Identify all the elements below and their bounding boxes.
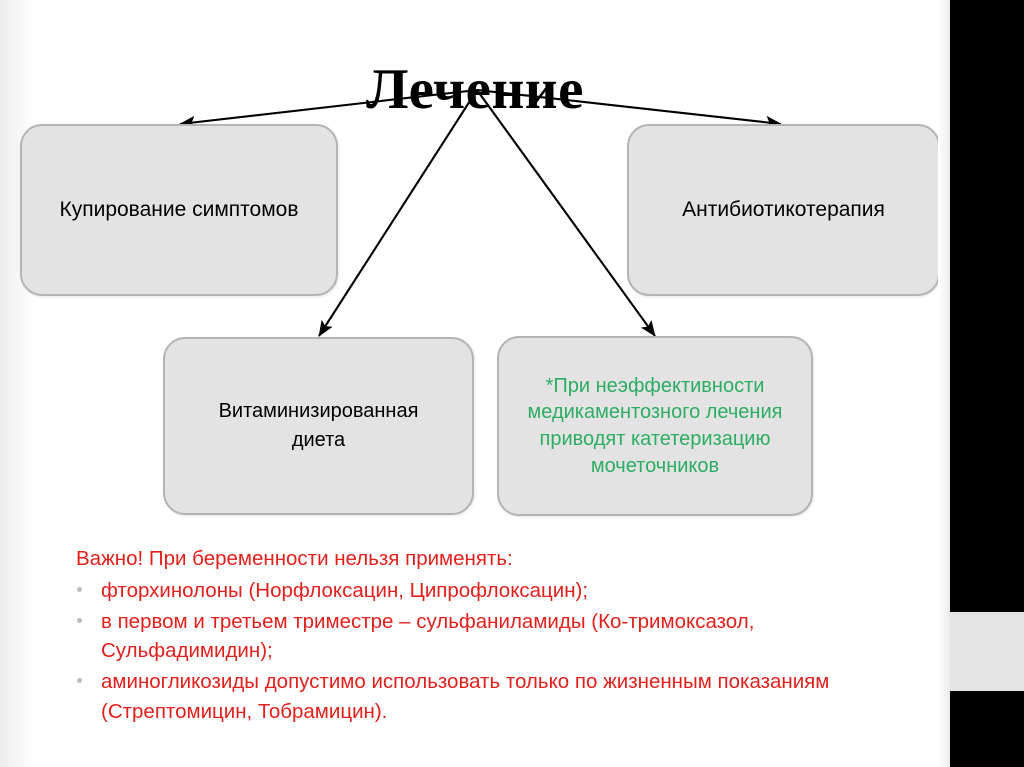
list-item: аминогликозиды допустимо использовать то… xyxy=(70,667,870,725)
rail-segment-top xyxy=(950,0,1024,612)
list-item: в первом и третьем триместре – сульфанил… xyxy=(70,607,870,665)
node-antibiotic-therapy-label: Антибиотикотерапия xyxy=(682,198,885,221)
node-symptom-relief: Купирование симптомов xyxy=(20,124,338,296)
list-item-text: в первом и третьем триместре – сульфанил… xyxy=(101,610,755,663)
bullet-dot-icon xyxy=(77,618,82,624)
list-item-text: аминогликозиды допустимо использовать то… xyxy=(101,670,830,723)
warning-list: фторхинолоны (Норфлоксацин, Ципрофлоксац… xyxy=(70,576,870,726)
node-catheterization-note-label: *При неэффективности медикаментозного ле… xyxy=(527,374,783,477)
bullet-dot-icon xyxy=(77,587,82,593)
right-decorative-rail xyxy=(938,0,1024,767)
rail-segment-middle xyxy=(950,612,1024,691)
warning-block: Важно! При беременности нельзя применять… xyxy=(70,544,870,728)
node-symptom-relief-label: Купирование симптомов xyxy=(59,198,299,221)
rail-segment-bottom xyxy=(950,691,1024,767)
list-item: фторхинолоны (Норфлоксацин, Ципрофлоксац… xyxy=(70,576,870,605)
rail-edge-gradient xyxy=(938,0,950,767)
node-catheterization-note: *При неэффективности медикаментозного ле… xyxy=(497,336,813,516)
node-vitamin-diet: Витаминизированная диета xyxy=(163,337,474,515)
node-antibiotic-therapy: Антибиотикотерапия xyxy=(627,124,940,296)
node-vitamin-diet-label: Витаминизированная диета xyxy=(218,400,419,451)
bullet-dot-icon xyxy=(77,678,82,684)
page-title: Лечение xyxy=(366,58,584,122)
list-item-text: фторхинолоны (Норфлоксацин, Ципрофлоксац… xyxy=(101,579,589,603)
warning-intro: Важно! При беременности нельзя применять… xyxy=(76,547,513,570)
